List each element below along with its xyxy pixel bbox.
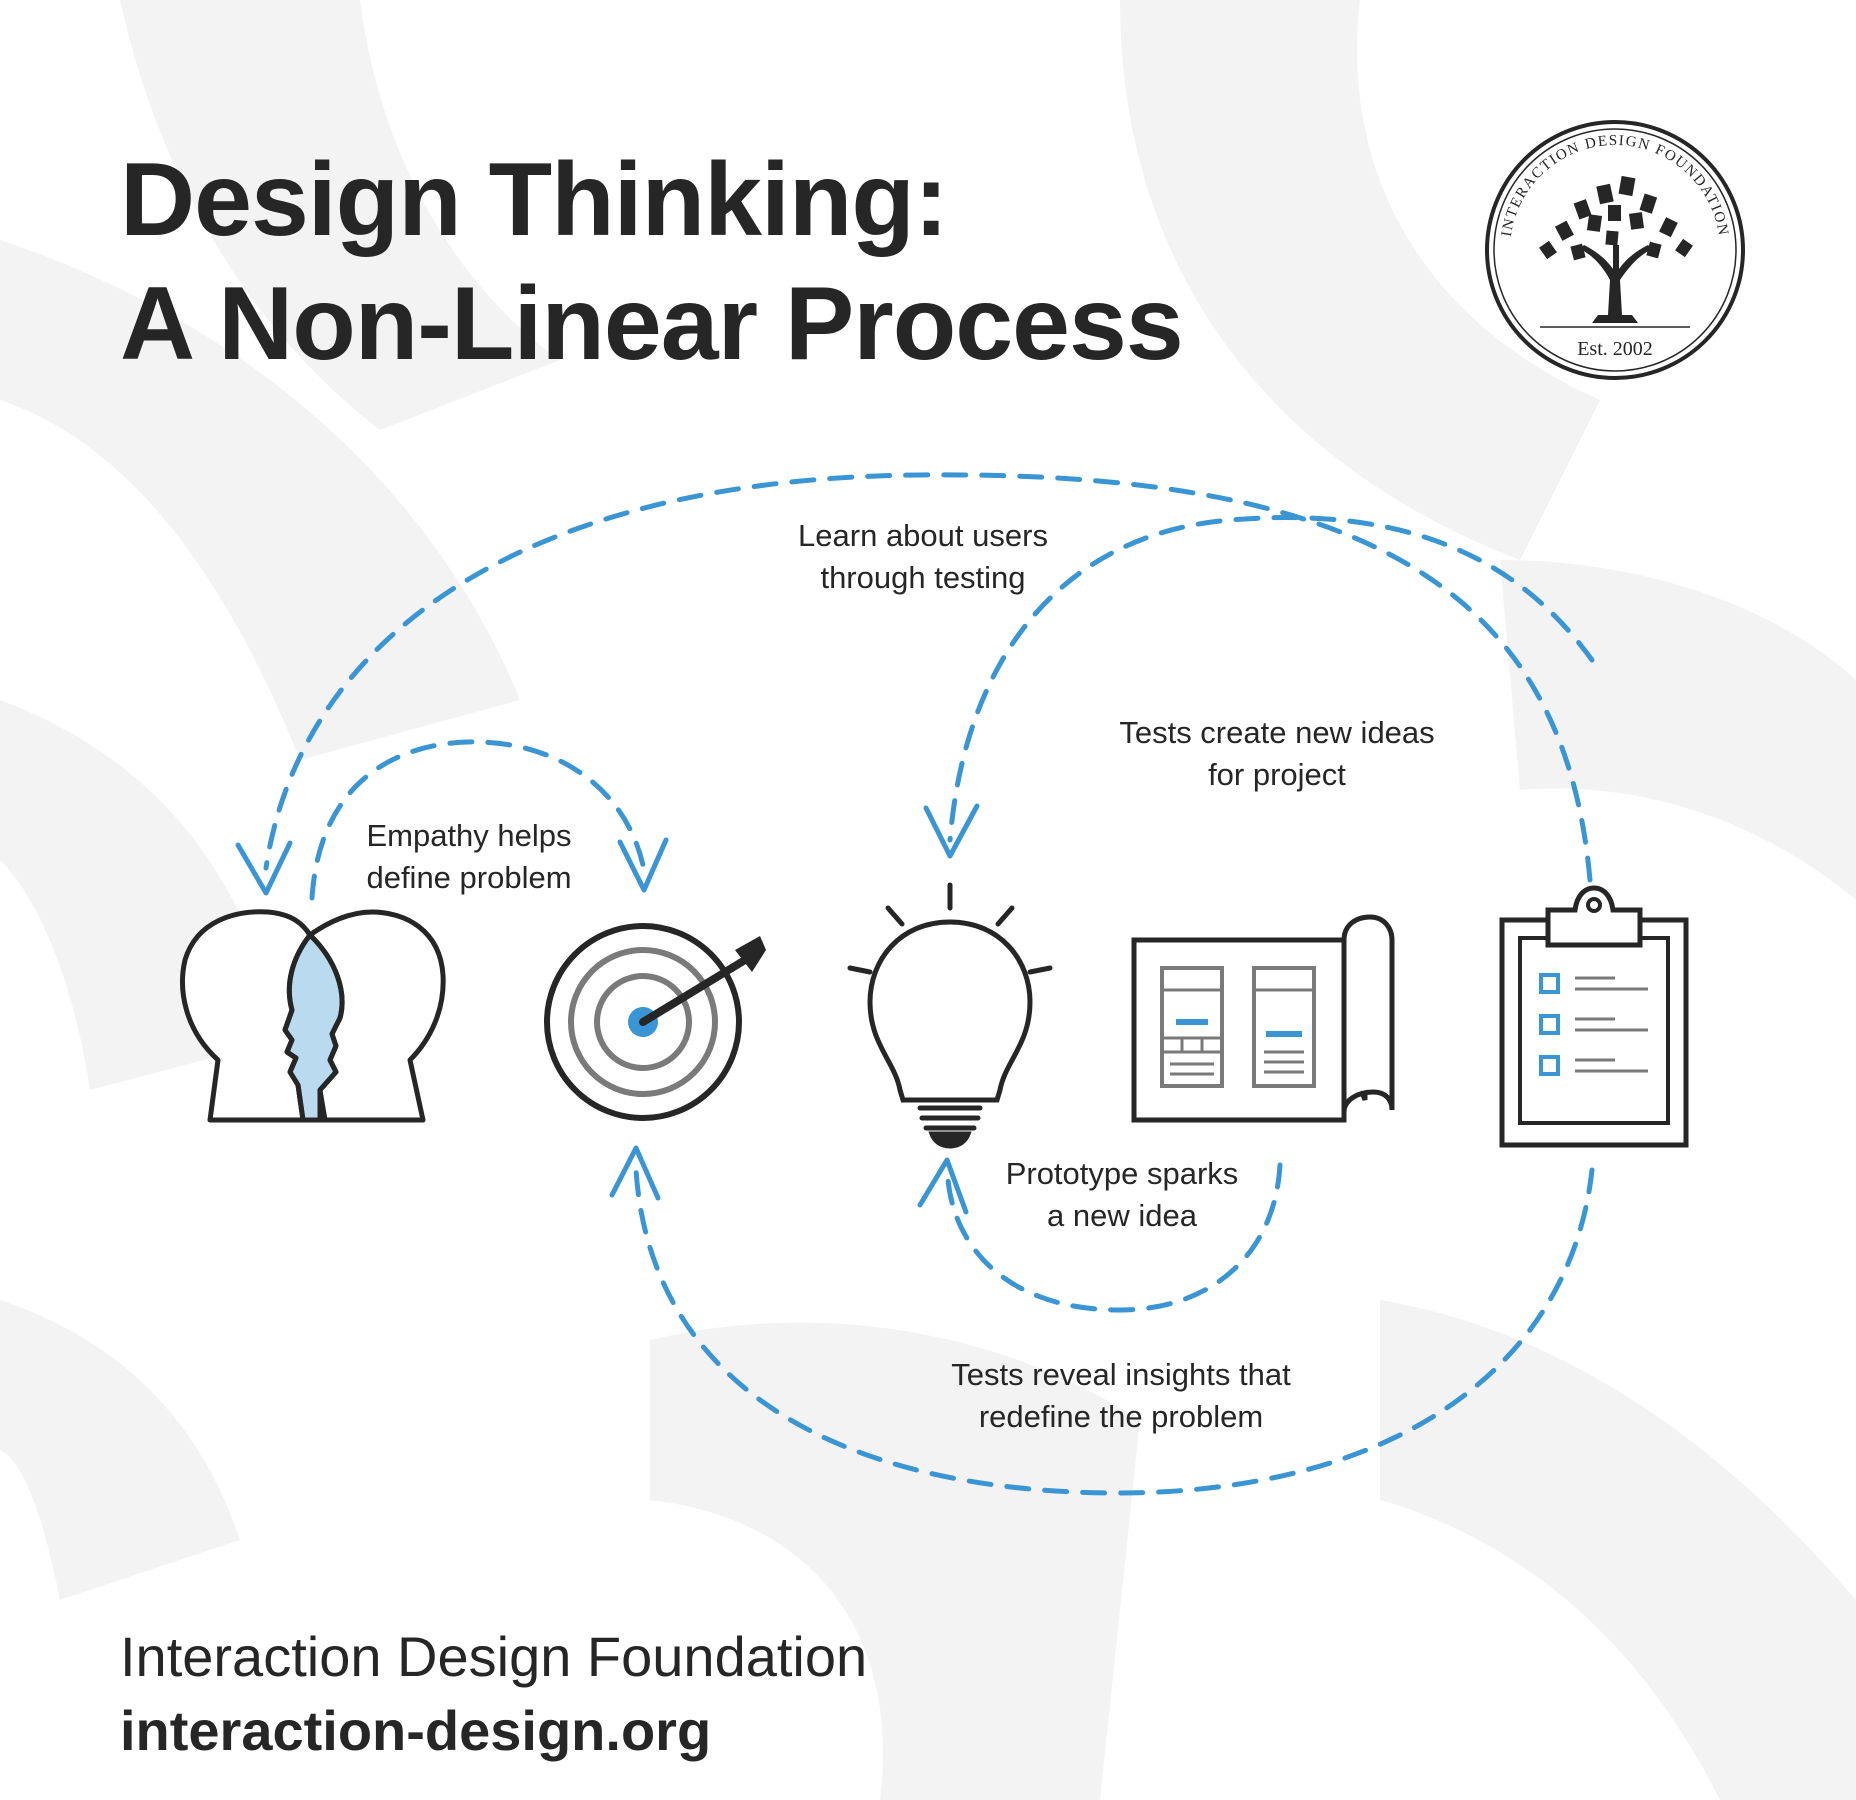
tree-of-books-icon <box>1539 175 1693 323</box>
label-learn-about-users: Learn about users through testing <box>798 518 1048 595</box>
blueprint-icon <box>1131 914 1395 1123</box>
label-tests-create-new-ideas: Tests create new ideas for project <box>1119 715 1435 792</box>
clipboard-checklist-icon <box>1499 885 1689 1148</box>
seal-established-text: Est. 2002 <box>1577 338 1653 360</box>
label-empathy-helps: Empathy helps define problem <box>366 818 572 895</box>
dashed-arrows <box>263 472 1595 1496</box>
lightbulb-icon <box>847 882 1053 1149</box>
title-line-2: A Non-Linear Process <box>120 266 1184 382</box>
arrowheads <box>235 803 980 1215</box>
footer-organization: Interaction Design Foundation <box>120 1625 868 1688</box>
label-prototype-sparks: Prototype sparks a new idea <box>1005 1156 1239 1233</box>
arrow-empathize-to-define <box>309 739 647 901</box>
title-line-1: Design Thinking: <box>120 142 949 258</box>
idf-seal-logo: INTERACTION DESIGN FOUNDATION Est. 2002 <box>1485 120 1745 380</box>
label-tests-reveal-insights: Tests reveal insights that redefine the … <box>951 1357 1291 1434</box>
footer: Interaction Design Foundation interactio… <box>120 1620 867 1768</box>
target-icon <box>544 923 766 1121</box>
arrow-prototype-to-ideate <box>945 1162 1283 1313</box>
two-heads-icon <box>180 909 446 1123</box>
arrow-test-to-empathize <box>263 472 1593 883</box>
footer-url[interactable]: interaction-design.org <box>120 1699 712 1762</box>
page-title: Design Thinking: A Non-Linear Process <box>120 138 1184 386</box>
arrow-test-to-ideate <box>947 515 1595 843</box>
